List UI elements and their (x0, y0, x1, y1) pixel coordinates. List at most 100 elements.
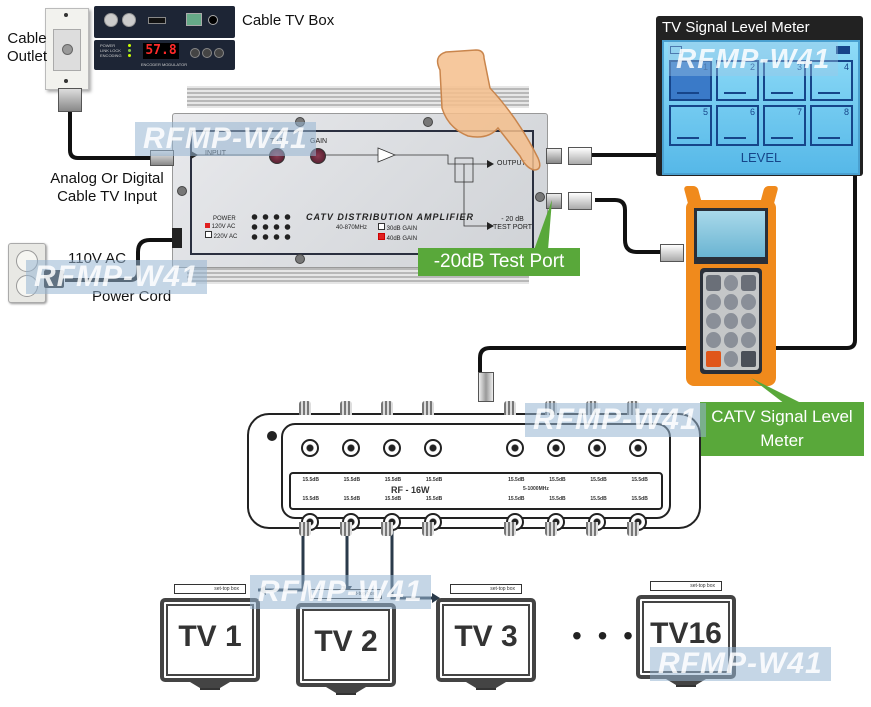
channel-display: 57.8 (143, 43, 179, 59)
lcd-menu-item-wave[interactable]: 5 (669, 105, 712, 146)
port-loss-label[interactable]: 15.5dB (590, 477, 607, 483)
keypad-key[interactable] (741, 351, 756, 367)
wave-icon (677, 117, 699, 139)
spectrum-peak-icon (724, 72, 746, 94)
lcd-menu-item-bar-chart[interactable]: 3 (763, 60, 806, 101)
output-port[interactable] (341, 439, 360, 457)
checkbox-icon (378, 233, 385, 240)
coax-connector-icon (58, 88, 82, 112)
port-loss-label[interactable]: 15.5dB (343, 496, 361, 502)
watermark: RFMP-W41 (26, 260, 207, 294)
lcd-menu-item-tv[interactable]: 1 (669, 60, 712, 101)
arrow-icon (432, 593, 440, 603)
port-loss-label[interactable]: 15.5dB (302, 477, 319, 483)
keypad-key[interactable] (723, 351, 739, 367)
f-connector-icon (339, 401, 352, 415)
rf-16w-splitter: 15.5dB 15.5dB 15.5dB 15.5dB 15.5dB 15.5dB 15.5… (247, 413, 701, 531)
port-loss-label[interactable]: 15.5dB (302, 496, 319, 502)
mount-hole-icon (267, 431, 277, 441)
port-loss-label[interactable]: 15.5dB (508, 496, 525, 502)
f-connector-icon (545, 522, 558, 536)
keypad-key[interactable] (741, 275, 756, 291)
coax-connector-icon (568, 147, 592, 165)
watermark: RFMP-W41 (668, 42, 839, 76)
keypad-key[interactable] (741, 313, 756, 329)
lcd-menu-item-tools[interactable]: 8 (810, 105, 853, 146)
panel-label: ENCODER MODULATOR (140, 62, 188, 67)
port-loss-label[interactable]: 15.5dB (549, 496, 566, 502)
port-loss-label[interactable]: 15.5dB (631, 496, 648, 502)
f-connector-icon (380, 522, 393, 536)
cable-outlet (45, 8, 89, 90)
lcd-mode-label: LEVEL (740, 150, 782, 165)
port-loss-label[interactable]: 15.5dB (384, 477, 402, 483)
rf-out-port-icon (122, 13, 136, 27)
keypad-key[interactable] (741, 294, 756, 310)
keypad-key[interactable] (723, 313, 739, 329)
port-loss-label[interactable]: 15.5dB (590, 496, 607, 502)
keypad-key[interactable] (706, 332, 721, 348)
tools-icon (818, 117, 840, 139)
menu-button[interactable] (202, 48, 212, 58)
output-port[interactable] (423, 439, 442, 457)
output-port[interactable] (506, 439, 525, 457)
printer-icon (771, 117, 793, 139)
power-option-220[interactable]: 220V AC (205, 231, 237, 241)
keypad-key[interactable] (706, 294, 721, 310)
watermark: RFMP-W41 (250, 575, 431, 609)
set-top-box: set-top box (650, 581, 722, 591)
led-icon (128, 49, 131, 52)
port-loss-label[interactable]: 15.5dB (508, 477, 525, 483)
keypad-key[interactable] (706, 313, 721, 329)
f-connector-icon (298, 401, 311, 415)
output-port[interactable] (588, 439, 607, 457)
cable-outlet-label: Cable Outlet (6, 30, 48, 65)
gain-option-40[interactable]: 40dB GAIN (378, 233, 417, 243)
output-port[interactable] (546, 148, 562, 164)
lcd-menu-item-tilt-bars[interactable]: 4 (810, 60, 853, 101)
f-connector-icon (504, 522, 517, 536)
tv-label: TV 2 (314, 625, 378, 658)
vent-holes (249, 212, 293, 242)
amplifier-symbol-icon (377, 147, 397, 163)
keypad-key[interactable] (706, 275, 721, 291)
output-port[interactable] (382, 439, 401, 457)
keypad-key[interactable] (723, 332, 739, 348)
memory-icon (836, 46, 850, 54)
indicator-label: ENCODING (100, 53, 122, 58)
port-loss-label[interactable]: 15.5dB (343, 477, 361, 483)
test-port[interactable] (546, 193, 562, 209)
keypad-key[interactable] (723, 275, 739, 291)
cable-tv-box-label: Cable TV Box (242, 12, 335, 29)
rf-in-port-icon (104, 13, 118, 27)
down-button[interactable] (190, 48, 200, 58)
output-port[interactable] (300, 439, 319, 457)
input-cable (68, 110, 150, 160)
lcd-menu-item-printer[interactable]: 7 (763, 105, 806, 146)
up-button[interactable] (214, 48, 224, 58)
port-loss-label[interactable]: 15.5dB (384, 496, 402, 502)
gain-option-30[interactable]: 30dB GAIN (378, 223, 417, 233)
cable-tv-box-front: POWER LINK LOCK ENCODING 57.8 ENCODER MO… (94, 40, 235, 70)
power-option-120[interactable]: 120V AC (205, 223, 237, 231)
port-loss-label[interactable]: 15.5dB (425, 477, 443, 483)
output-port[interactable] (629, 439, 648, 457)
screw-icon (295, 254, 305, 264)
power-label: POWER (213, 216, 236, 222)
port-loss-label[interactable]: 15.5dB (549, 477, 566, 483)
lcd-menu-item-noise[interactable]: 6 (716, 105, 759, 146)
lcd-menu-number: 2 (749, 62, 755, 72)
port-loss-label[interactable]: 15.5dB (425, 496, 443, 502)
splitter-label-panel: 15.5dB 15.5dB 15.5dB 15.5dB 15.5dB 15.5dB 15.5… (289, 472, 663, 510)
keypad-key[interactable] (741, 332, 756, 348)
port-loss-label[interactable]: 15.5dB (631, 477, 648, 483)
f-connector-icon (380, 401, 393, 415)
power-key[interactable] (706, 351, 721, 367)
keypad-key[interactable] (723, 294, 739, 310)
lcd-menu-item-spectrum-peak[interactable]: 2 (716, 60, 759, 101)
output-port[interactable] (547, 439, 566, 457)
gain-label: GAIN (310, 138, 328, 145)
led-icon (128, 44, 131, 47)
